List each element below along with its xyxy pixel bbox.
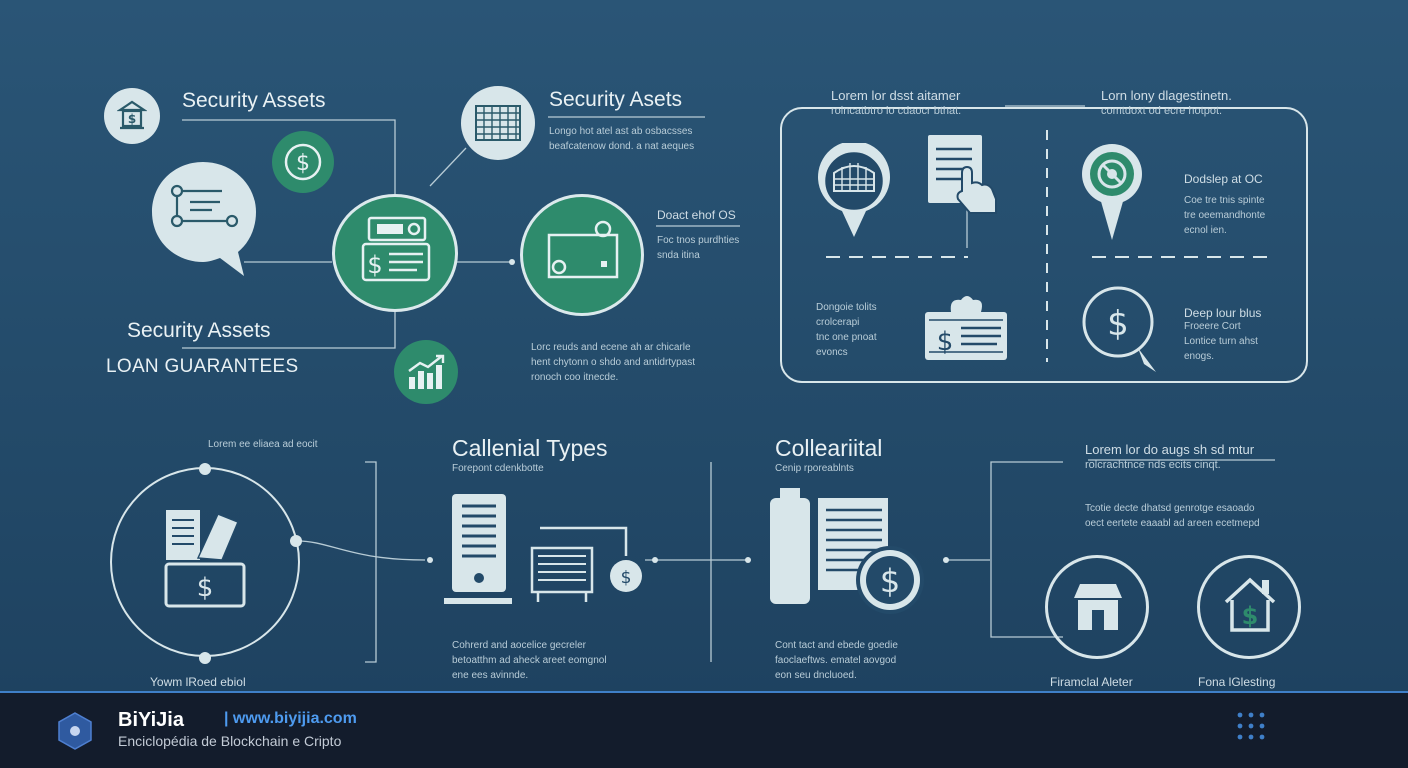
right-panel <box>780 107 1308 383</box>
no-sign-circle <box>1082 144 1142 240</box>
brand-url[interactable]: | www.biyijia.com <box>224 710 357 727</box>
svg-text:$: $ <box>880 562 900 600</box>
cash-document-icon: $ <box>164 510 246 608</box>
types-subtitle: Forepont cdenkbotte <box>452 463 544 474</box>
bottom-left-item-text: Dongoie tolits crolcerapi tnc one pnoat … <box>816 302 877 358</box>
dollar-coin-circle: $ <box>272 131 334 193</box>
svg-text:$: $ <box>128 112 136 126</box>
svg-text:$: $ <box>296 151 310 176</box>
biyijia-logo-icon <box>58 712 92 750</box>
house-circle: $ <box>1197 555 1301 659</box>
top-right-item-text: Coe tre tnis spinte tre oeemandhonte ecn… <box>1184 195 1266 236</box>
types-text: Cohrerd and aocelice gecreler betoatthm … <box>452 640 607 681</box>
grid-pin-icon <box>818 143 890 237</box>
network-icon <box>170 184 239 228</box>
svg-text:$: $ <box>367 251 382 279</box>
device-icon <box>547 220 619 279</box>
collateral-dollar-icon: $ <box>770 488 924 614</box>
growth-chart-icon <box>408 354 445 389</box>
right-text: Tcotie decte dhatsd genrotge esaoado oec… <box>1085 503 1260 529</box>
caption-home: Fona lGlesting <box>1198 675 1276 689</box>
bottom-left-caption: Yowm lRoed ebiol <box>150 675 246 689</box>
dollar-coin-icon: $ <box>284 143 322 181</box>
mid-title: Security Asets <box>549 88 683 111</box>
card-text: Foc tnos purdhties snda itina <box>657 235 740 261</box>
bottom-left-text: Lorem ee eliaea ad eocit <box>208 439 318 450</box>
right-heading: Lorem lor do augs sh sd mtur rolcrachtnc… <box>1085 442 1255 471</box>
left-subtitle-bottom: LOAN GUARANTEES <box>106 356 299 377</box>
panel-heading-right: Lorn lony dlagestinetn. comtdoxt od ecre… <box>1101 88 1232 117</box>
house-dollar-icon: $ <box>1224 577 1276 632</box>
bank-icon-circle: $ <box>104 88 160 144</box>
brand-tagline: Enciclopédia de Blockchain e Cripto <box>118 733 342 749</box>
no-sign-icon <box>1090 152 1134 240</box>
search-dollar-icon: $ <box>1082 286 1156 372</box>
svg-text:$: $ <box>1107 304 1129 344</box>
wallet-icon: $ <box>361 216 431 282</box>
circle-nodes <box>199 463 211 664</box>
dots-grid-icon[interactable] <box>1236 711 1266 741</box>
card-title: Doact ehof OS <box>657 208 736 222</box>
left-title-top: Security Assets <box>182 89 326 112</box>
bottom-right-item-text: Froeere Cort Lontice turn ahst enogs. <box>1184 321 1258 362</box>
svg-text:$: $ <box>621 568 632 588</box>
collateral-subtitle: Cenip rporeablnts <box>775 463 854 474</box>
footer-bar: BiYiJia | www.biyijia.com Enciclopédia d… <box>0 691 1408 768</box>
network-speech-bubble <box>152 162 256 276</box>
svg-text:$: $ <box>197 573 214 603</box>
document-hand-icon <box>928 135 997 214</box>
building-icon <box>1074 584 1122 630</box>
mid-text-top: Longo hot atel ast ab osbacsses beafcate… <box>549 126 695 152</box>
bottom-right-item-title: Deep lour blus <box>1184 306 1262 320</box>
wallet-circle: $ <box>332 194 458 312</box>
device-circle <box>520 194 644 316</box>
mid-text-bottom: Lorc reuds and ecene ah ar chicarle hent… <box>531 342 696 383</box>
collateral-title: Colleariital <box>775 435 883 461</box>
building-circle <box>1045 555 1149 659</box>
left-title-bottom: Security Assets <box>127 319 271 342</box>
growth-chart-circle <box>394 340 458 404</box>
money-stack-icon: $ <box>925 296 1007 360</box>
grid-circle <box>461 86 535 160</box>
collateral-text: Cont tact and ebede goedie faoclaeftws. … <box>775 640 898 681</box>
top-right-item-title: Dodslep at OC <box>1184 172 1263 186</box>
circle-node-right <box>290 535 302 547</box>
svg-text:$: $ <box>937 327 954 357</box>
svg-text:$: $ <box>1242 602 1259 630</box>
panel-heading-left: Lorem lor dsst aitamer rolncatbtro io cd… <box>831 88 962 117</box>
bank-icon: $ <box>117 100 147 130</box>
server-tablet-icon: $ <box>444 494 642 604</box>
types-title: Callenial Types <box>452 435 608 461</box>
caption-financial: Firamclal Aleter <box>1050 675 1133 689</box>
brand-name: BiYiJia <box>118 709 184 731</box>
grid-icon <box>475 105 521 141</box>
